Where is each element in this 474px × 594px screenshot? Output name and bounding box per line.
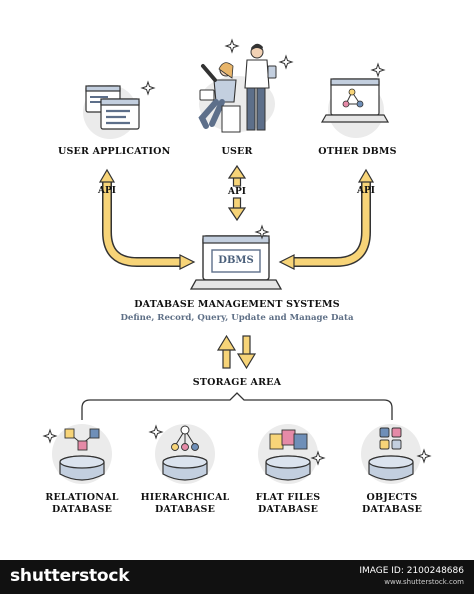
dbms-subtitle: Define, Record, Query, Update and Manage… (120, 313, 354, 323)
users-people-icon (198, 43, 277, 133)
label-flat-files-database: FLAT FILES DATABASE (255, 492, 321, 515)
dbms-screen-text: DBMS (218, 255, 254, 266)
image-id: IMAGE ID: 2100248686 (359, 566, 464, 576)
api-label-right: API (357, 186, 375, 196)
other-dbms-laptop-icon (320, 78, 390, 138)
label-relational-database: RELATIONAL DATABASE (45, 492, 119, 515)
storage-down-arrow (236, 335, 257, 370)
storage-bracket (81, 392, 393, 420)
site-url[interactable]: www.shutterstock.com (384, 578, 464, 586)
flat-files-database-icon (258, 424, 318, 484)
label-user-application: USER APPLICATION (58, 146, 171, 157)
objects-database-icon (361, 424, 421, 484)
hierarchical-database-icon (155, 424, 215, 484)
storage-area-label: STORAGE AREA (192, 377, 282, 388)
storage-up-arrow (216, 334, 237, 369)
api-arrow-left (98, 168, 196, 270)
api-label-left: API (98, 186, 116, 196)
api-label-center: API (228, 187, 246, 197)
image-id-block: IMAGE ID: 2100248686 www.shutterstock.co… (359, 566, 464, 588)
label-other-dbms: OTHER DBMS (318, 146, 397, 157)
label-user: USER (221, 146, 253, 157)
api-arrow-right (278, 168, 375, 270)
sparkle-icon (279, 55, 293, 69)
label-hierarchical-database: HIERARCHICAL DATABASE (140, 492, 230, 515)
diagram-art (43, 39, 431, 484)
sparkle-icon (149, 425, 163, 439)
label-objects-database: OBJECTS DATABASE (361, 492, 423, 515)
user-application-icon (83, 85, 140, 139)
footer-bar: shutterstock IMAGE ID: 2100248686 www.sh… (0, 560, 474, 594)
sparkle-icon (225, 39, 239, 53)
dbms-laptop-icon (189, 235, 283, 290)
sparkle-icon (371, 63, 385, 77)
dbms-title: DATABASE MANAGEMENT SYSTEMS (134, 299, 340, 310)
sparkle-icon (141, 81, 155, 95)
relational-database-icon (52, 424, 112, 484)
api-arrow-center (227, 164, 247, 222)
shutterstock-logo[interactable]: shutterstock (10, 566, 130, 586)
sparkle-icon (43, 429, 57, 443)
